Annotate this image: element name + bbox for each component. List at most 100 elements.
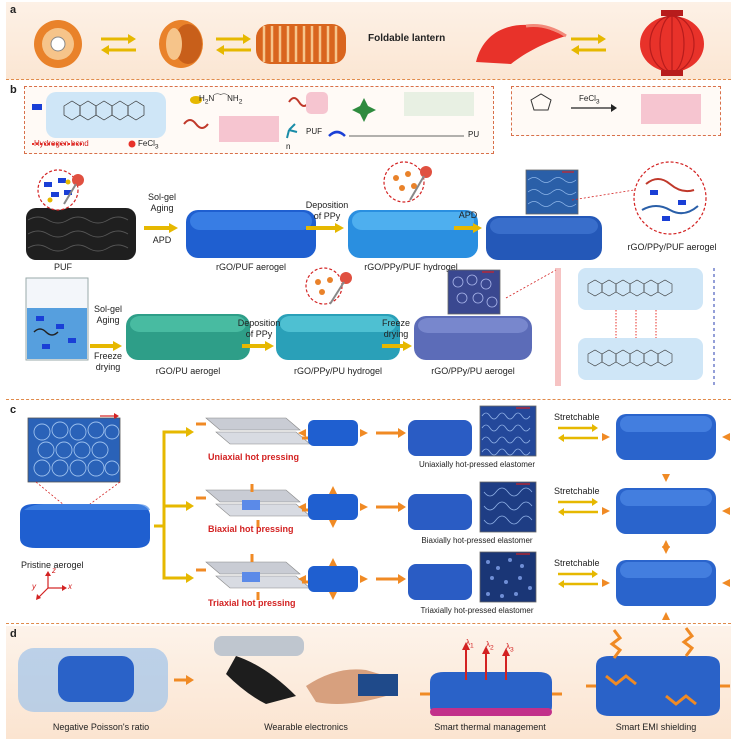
row2-step2-line2: of PPy — [245, 329, 273, 339]
panel-a: a — [6, 2, 731, 80]
pyrrole-monomer — [530, 93, 552, 111]
elastomer-insets — [479, 405, 537, 603]
ethylenediamine-dot-icon — [190, 96, 202, 104]
swap-arrow-a1 — [101, 34, 136, 55]
label-rgo-ppy-pu-aerogel: rGO/PPy/PU aerogel — [431, 366, 515, 376]
thermal-management-illustration — [420, 642, 562, 716]
xyz-axes — [36, 571, 67, 600]
row1-step1-line3: APD — [152, 235, 172, 245]
elastomer-blocks — [408, 420, 472, 600]
row2-step2-line1: Deposition — [237, 318, 281, 328]
crosslinker-star-icon — [352, 98, 376, 122]
panel-letter-d: d — [10, 628, 17, 640]
row2-microstructure-inset — [447, 269, 501, 315]
lantern-illustrations — [34, 10, 704, 76]
hot-pressing-graphics — [20, 405, 730, 620]
polymer-chain-icon — [183, 119, 209, 129]
triaxial-hot-pressing-label: Triaxial hot pressing — [208, 598, 296, 608]
row2-process-graphics — [25, 267, 715, 386]
lambda-1: λ1 — [466, 638, 474, 650]
folded-lantern-disc — [34, 20, 82, 68]
ppy-zoom-row2 — [305, 267, 343, 305]
row1-step1-line1: Sol-gel — [147, 192, 176, 202]
row1-arrow-3 — [454, 223, 482, 233]
stretchable-label-2: Stretchable — [554, 486, 600, 496]
row2-arrow-3 — [382, 341, 412, 351]
repeat-n-label: n — [286, 142, 291, 151]
axis-label-y: y — [32, 582, 36, 591]
panel-d: d — [6, 626, 731, 739]
go-hexagon-lattice — [63, 100, 145, 121]
panel-b: b H2N⁀⁀NH2 Hydrogen bond FeCl3 PUF PU n — [6, 82, 731, 400]
row2-arrow-2 — [242, 341, 274, 351]
pu-chain-icon — [328, 130, 346, 137]
polypyrrole-product — [641, 94, 701, 124]
panel-letter-b: b — [10, 84, 17, 96]
row1-process-graphics — [26, 161, 707, 260]
row2-step1-line4: drying — [95, 362, 121, 372]
uniaxial-press — [196, 417, 312, 445]
app-label-emi-shielding: Smart EMI shielding — [615, 722, 697, 732]
biaxial-hot-pressing-label: Biaxial hot pressing — [208, 524, 294, 534]
panel-c: c — [6, 402, 731, 624]
label-rgo-ppy-puf-aerogel: rGO/PPy/PUF aerogel — [627, 242, 717, 252]
pristine-aerogel-label: Pristine aerogel — [21, 560, 84, 570]
reaction-reagent: FeCl3 — [579, 94, 600, 106]
puf-icon — [286, 123, 298, 139]
puf-sponge — [26, 208, 136, 260]
legend-structures — [32, 92, 474, 148]
row1-step3: APD — [458, 210, 478, 220]
stretchable-label-1: Stretchable — [554, 412, 600, 422]
negative-poisson-illustration — [18, 648, 194, 712]
biaxial-elastomer-label: Biaxially hot-pressed elastomer — [421, 536, 533, 545]
row1-arrow-1 — [144, 223, 178, 233]
swap-arrow-a2 — [216, 34, 251, 55]
label-rgo-ppy-puf-hydrogel: rGO/PPy/PUF hydrogel — [364, 262, 458, 272]
row1-step2-line1: Deposition — [305, 200, 349, 210]
stretchable-label-3: Stretchable — [554, 558, 600, 568]
ppy-unit-highlight — [219, 116, 279, 142]
stretched-elastomers — [602, 414, 730, 620]
extended-tube-lantern — [256, 24, 346, 64]
fecl3-label: FeCl3 — [138, 139, 159, 151]
fecl3-icon — [128, 140, 136, 148]
pyrrole-ring-icon — [306, 92, 328, 114]
biaxial-press — [196, 484, 312, 528]
application-graphics — [18, 627, 730, 716]
go-flake-icon — [32, 104, 42, 110]
dropper-bulb — [72, 174, 84, 186]
handshake-illustration — [214, 636, 398, 704]
row2-step1-line3: Freeze — [93, 351, 122, 361]
app-label-wearable-electronics: Wearable electronics — [264, 722, 348, 732]
row2-arrow-1 — [90, 341, 122, 351]
row1-arrow-2 — [306, 223, 344, 233]
lambda-3: λ3 — [506, 642, 514, 654]
branch-arrows — [154, 427, 194, 583]
compressed-blocks — [298, 420, 368, 600]
triaxial-press — [196, 554, 312, 600]
panel-letter-c: c — [10, 404, 17, 416]
hbond-label: Hydrogen bond — [34, 139, 89, 148]
folded-red-lantern — [476, 24, 567, 64]
axis-label-z: z — [52, 566, 56, 575]
row1-step2-line2: of PPy — [313, 211, 341, 221]
go-sheet-top — [578, 268, 703, 310]
label-puf: PUF — [54, 262, 72, 272]
half-open-lantern — [159, 20, 203, 68]
silane-highlight — [404, 92, 474, 116]
row2-step1-line2: Aging — [96, 315, 120, 325]
uniaxial-elastomer-label: Uniaxially hot-pressed elastomer — [418, 460, 536, 469]
app-label-thermal-management: Smart thermal management — [434, 722, 546, 732]
panel-letter-a: a — [10, 4, 17, 16]
opened-red-lantern — [640, 10, 704, 76]
emi-shielding-illustration — [586, 627, 730, 716]
ethylenediamine-formula: H2N⁀⁀NH2 — [199, 94, 243, 106]
row2-step3-line2: drying — [383, 329, 409, 339]
app-label-negative-poisson: Negative Poisson's ratio — [52, 722, 150, 732]
row2-step1-line1: Sol-gel — [93, 304, 122, 314]
molecular-zoom-circle — [633, 161, 707, 235]
lambda-2: λ2 — [486, 640, 494, 652]
label-rgo-ppy-pu-hydrogel: rGO/PPy/PU hydrogel — [293, 366, 383, 376]
go-sheet-bottom — [578, 338, 703, 380]
puf-label: PUF — [306, 127, 322, 136]
